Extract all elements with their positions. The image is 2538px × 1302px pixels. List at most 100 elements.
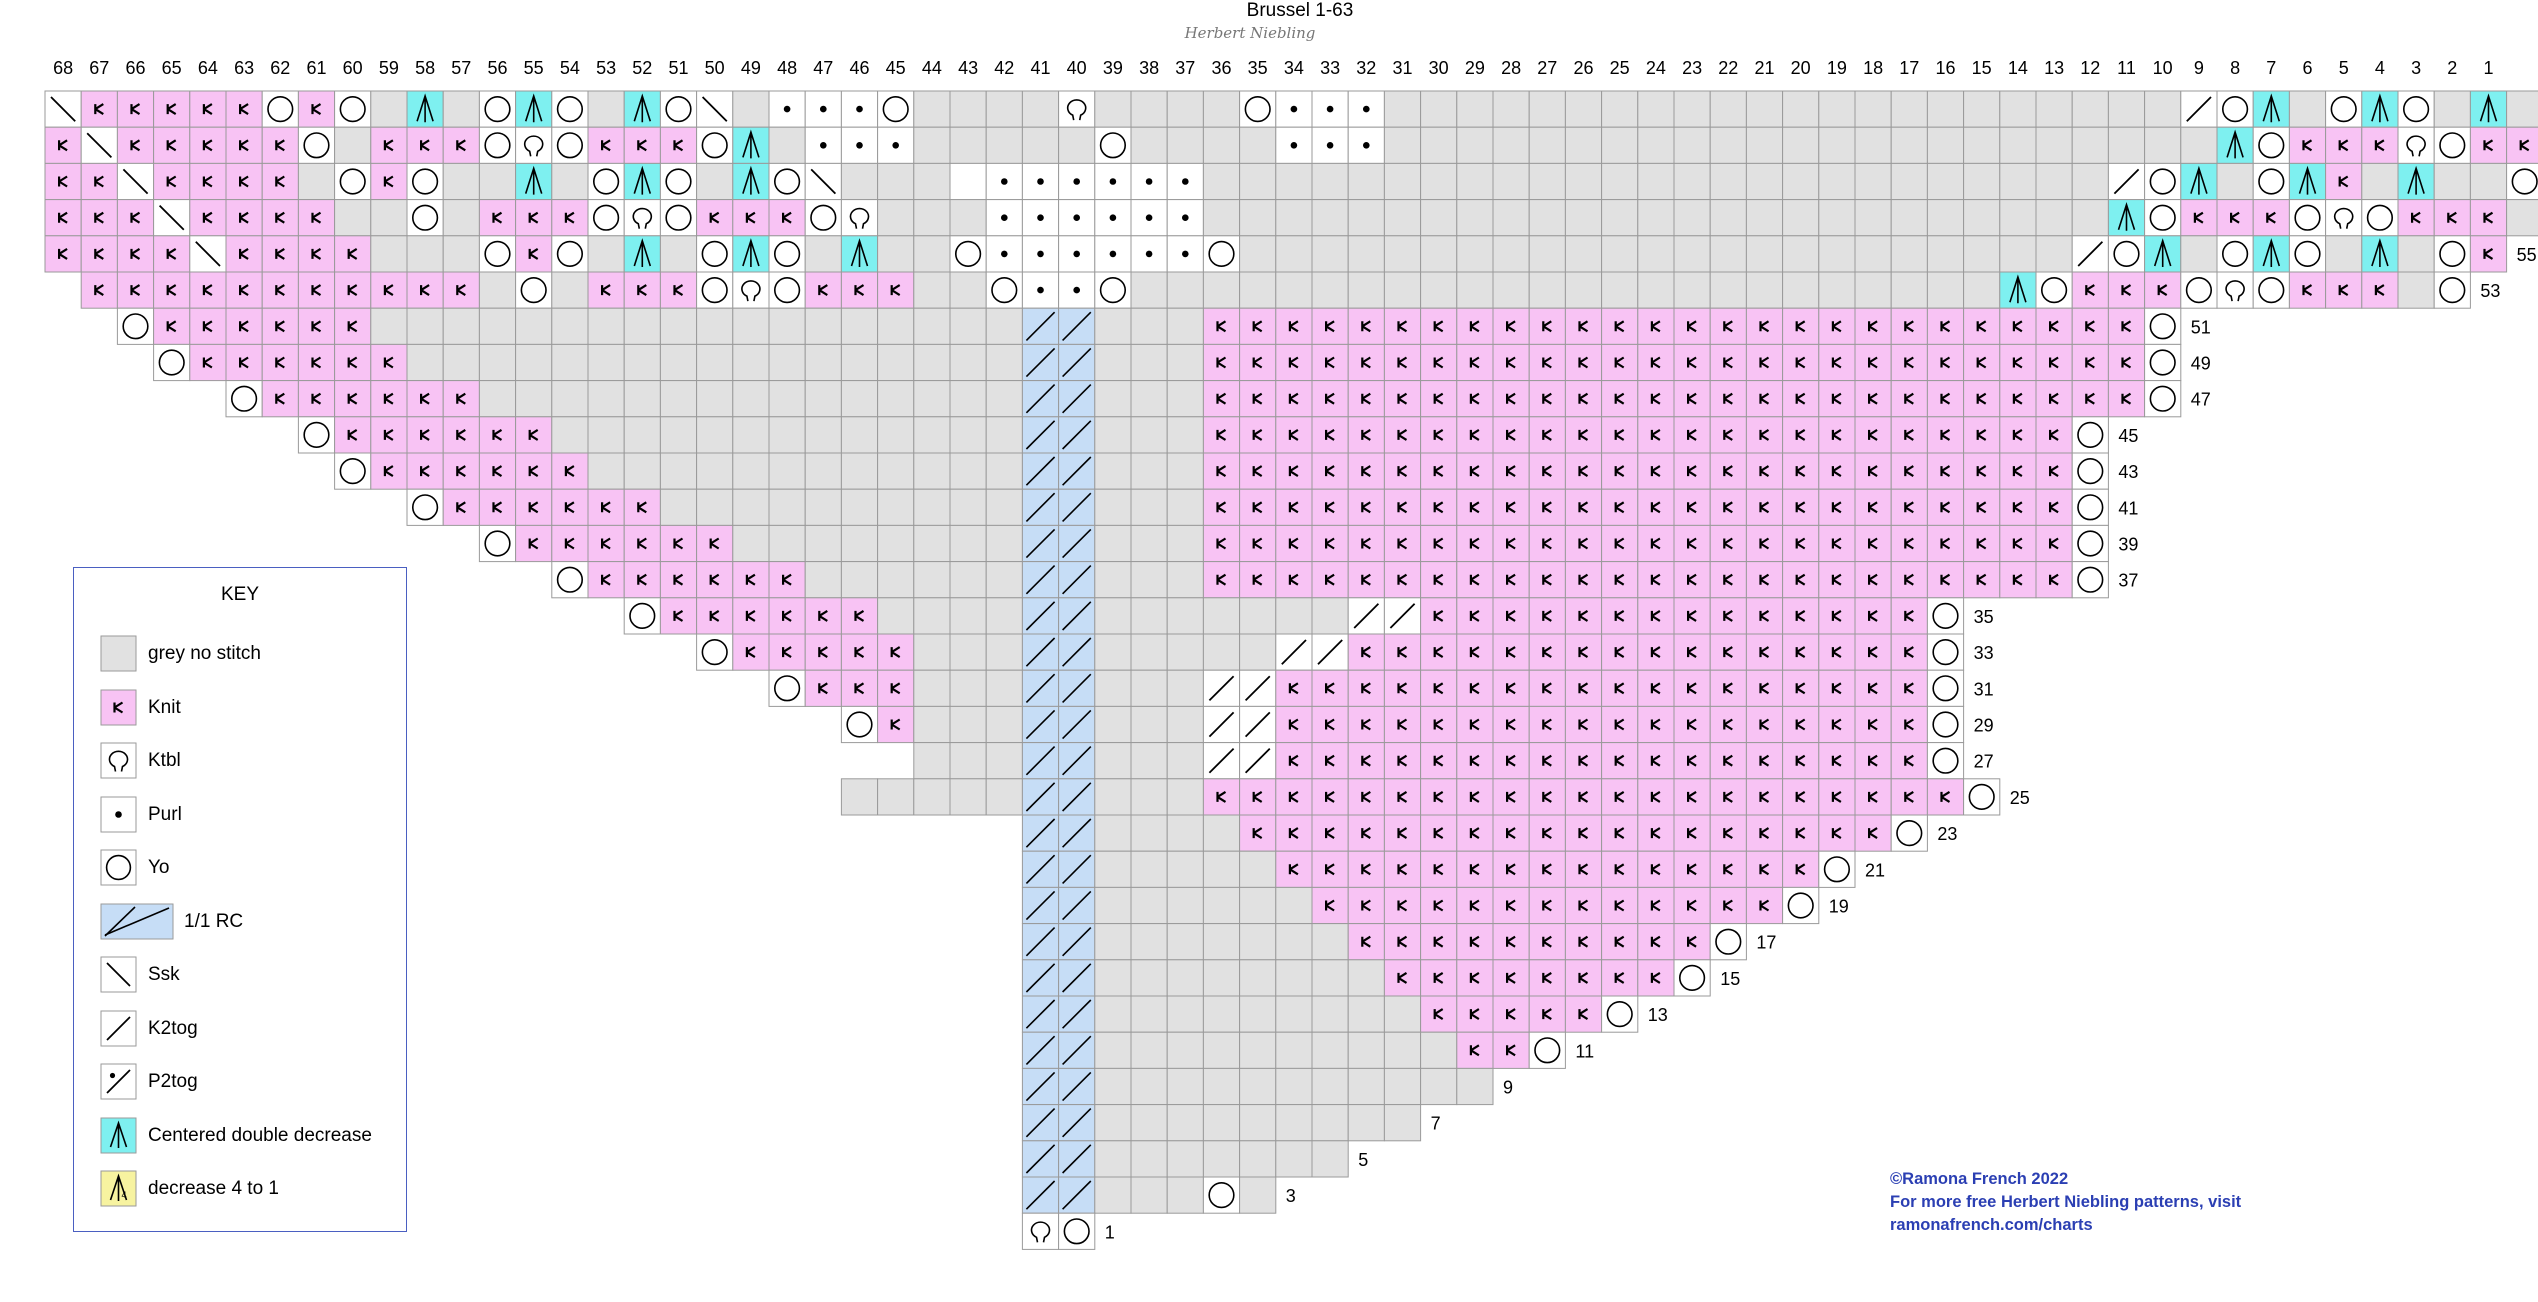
column-number: 63	[234, 58, 254, 78]
row-number: 13	[1648, 1005, 1668, 1025]
column-number: 1	[2483, 58, 2493, 78]
column-number: 11	[2117, 58, 2136, 78]
column-number: 4	[2375, 58, 2385, 78]
chart-row	[913, 742, 1965, 780]
column-number: 36	[1211, 58, 1231, 78]
column-number: 60	[343, 58, 363, 78]
column-number: 5	[2339, 58, 2349, 78]
row-number: 53	[2480, 281, 2500, 301]
chart-row	[44, 162, 2538, 201]
row-number: 33	[1974, 643, 1994, 663]
column-number: 37	[1175, 58, 1195, 78]
credit-link[interactable]: ramonafrench.com/charts	[1890, 1216, 2093, 1234]
key-label: 1/1 RC	[184, 910, 244, 932]
chart-title: Brussel 1-63	[1246, 0, 1354, 21]
column-number: 57	[451, 58, 471, 78]
column-number: 54	[560, 58, 580, 78]
row-number: 27	[1974, 752, 1994, 772]
column-number: 9	[2194, 58, 2204, 78]
key-label: Yo	[148, 857, 170, 878]
column-number: 7	[2266, 58, 2276, 78]
row-number: 11	[1575, 1041, 1594, 1061]
row-number: 43	[2118, 462, 2138, 482]
chart-row	[1021, 886, 1820, 925]
chart-row	[80, 271, 2471, 309]
row-number: 31	[1974, 679, 1994, 699]
key-label: Centered double decrease	[148, 1124, 372, 1146]
column-number: 55	[524, 58, 544, 78]
chart-row	[1021, 850, 1856, 888]
column-number: 20	[1791, 58, 1811, 78]
key-symbol-icon	[100, 689, 137, 725]
chart-row	[44, 90, 2538, 128]
column-number: 21	[1754, 58, 1774, 78]
chart-row	[406, 488, 2109, 526]
column-number: 13	[2044, 58, 2064, 78]
row-number: 21	[1865, 860, 1885, 880]
credit-block: ©Ramona French 2022 For more free Herber…	[1890, 1168, 2241, 1237]
column-number: 67	[89, 58, 109, 78]
column-number: 30	[1429, 58, 1449, 78]
chart-row	[297, 416, 2109, 454]
chart-row	[1021, 1176, 1277, 1214]
column-number: 58	[415, 58, 435, 78]
row-number: 15	[1720, 969, 1740, 989]
chart-author: Herbert Niebling	[1184, 24, 1316, 42]
column-number: 41	[1030, 58, 1050, 78]
chart-row	[1021, 814, 1928, 852]
column-number: 33	[1320, 58, 1340, 78]
row-number: 9	[1503, 1078, 1513, 1098]
column-number: 27	[1537, 58, 1557, 78]
row-number: 1	[1105, 1222, 1115, 1242]
key-label: Purl	[148, 803, 182, 825]
key-symbol-icon	[100, 956, 137, 993]
column-number: 24	[1646, 58, 1666, 78]
column-number: 61	[306, 58, 326, 78]
column-number: 43	[958, 58, 978, 78]
column-number: 48	[777, 58, 797, 78]
chart-row	[551, 561, 2109, 599]
key-symbol-icon	[100, 1063, 137, 1100]
column-number: 6	[2302, 58, 2312, 78]
column-number: 34	[1284, 58, 1304, 78]
chart-row	[840, 778, 2001, 816]
column-number: 16	[1935, 58, 1955, 78]
column-number: 49	[741, 58, 761, 78]
key-symbol-icon	[100, 849, 137, 886]
row-number: 45	[2118, 426, 2138, 446]
row-number: 17	[1756, 933, 1776, 953]
column-number: 29	[1465, 58, 1485, 78]
key-label: Ssk	[148, 964, 180, 985]
column-number: 40	[1067, 58, 1087, 78]
column-number: 32	[1356, 58, 1376, 78]
key-label: K2tog	[148, 1017, 198, 1039]
row-number: 25	[2010, 788, 2030, 808]
column-number: 22	[1718, 58, 1738, 78]
credit-visit-text[interactable]: For more free Herbert Niebling patterns,…	[1890, 1193, 2242, 1211]
chart-row	[44, 235, 2508, 273]
key-label: P2tog	[148, 1071, 198, 1092]
column-number: 25	[1610, 58, 1630, 78]
row-number: 41	[2118, 498, 2138, 518]
chart-row	[225, 380, 2182, 418]
column-number: 42	[994, 58, 1014, 78]
chart-row	[1021, 1031, 1566, 1069]
column-number: 64	[198, 58, 218, 78]
chart-row	[1021, 1140, 1349, 1178]
column-number: 62	[270, 58, 290, 78]
column-number: 51	[668, 58, 688, 78]
chart-row	[768, 669, 1965, 707]
chart-row	[1021, 959, 1711, 997]
chart-row	[1021, 995, 1639, 1033]
column-number: 68	[53, 58, 73, 78]
chart-row	[116, 307, 2182, 345]
chart-row	[696, 633, 1965, 671]
chart-row	[44, 126, 2538, 164]
chart-row	[334, 452, 2109, 490]
key-symbol-icon	[100, 1117, 137, 1153]
key-title: KEY	[220, 584, 260, 605]
credit-copyright: ©Ramona French 2022	[1890, 1170, 2069, 1188]
column-number: 19	[1827, 58, 1847, 78]
chart-row	[44, 199, 2538, 237]
